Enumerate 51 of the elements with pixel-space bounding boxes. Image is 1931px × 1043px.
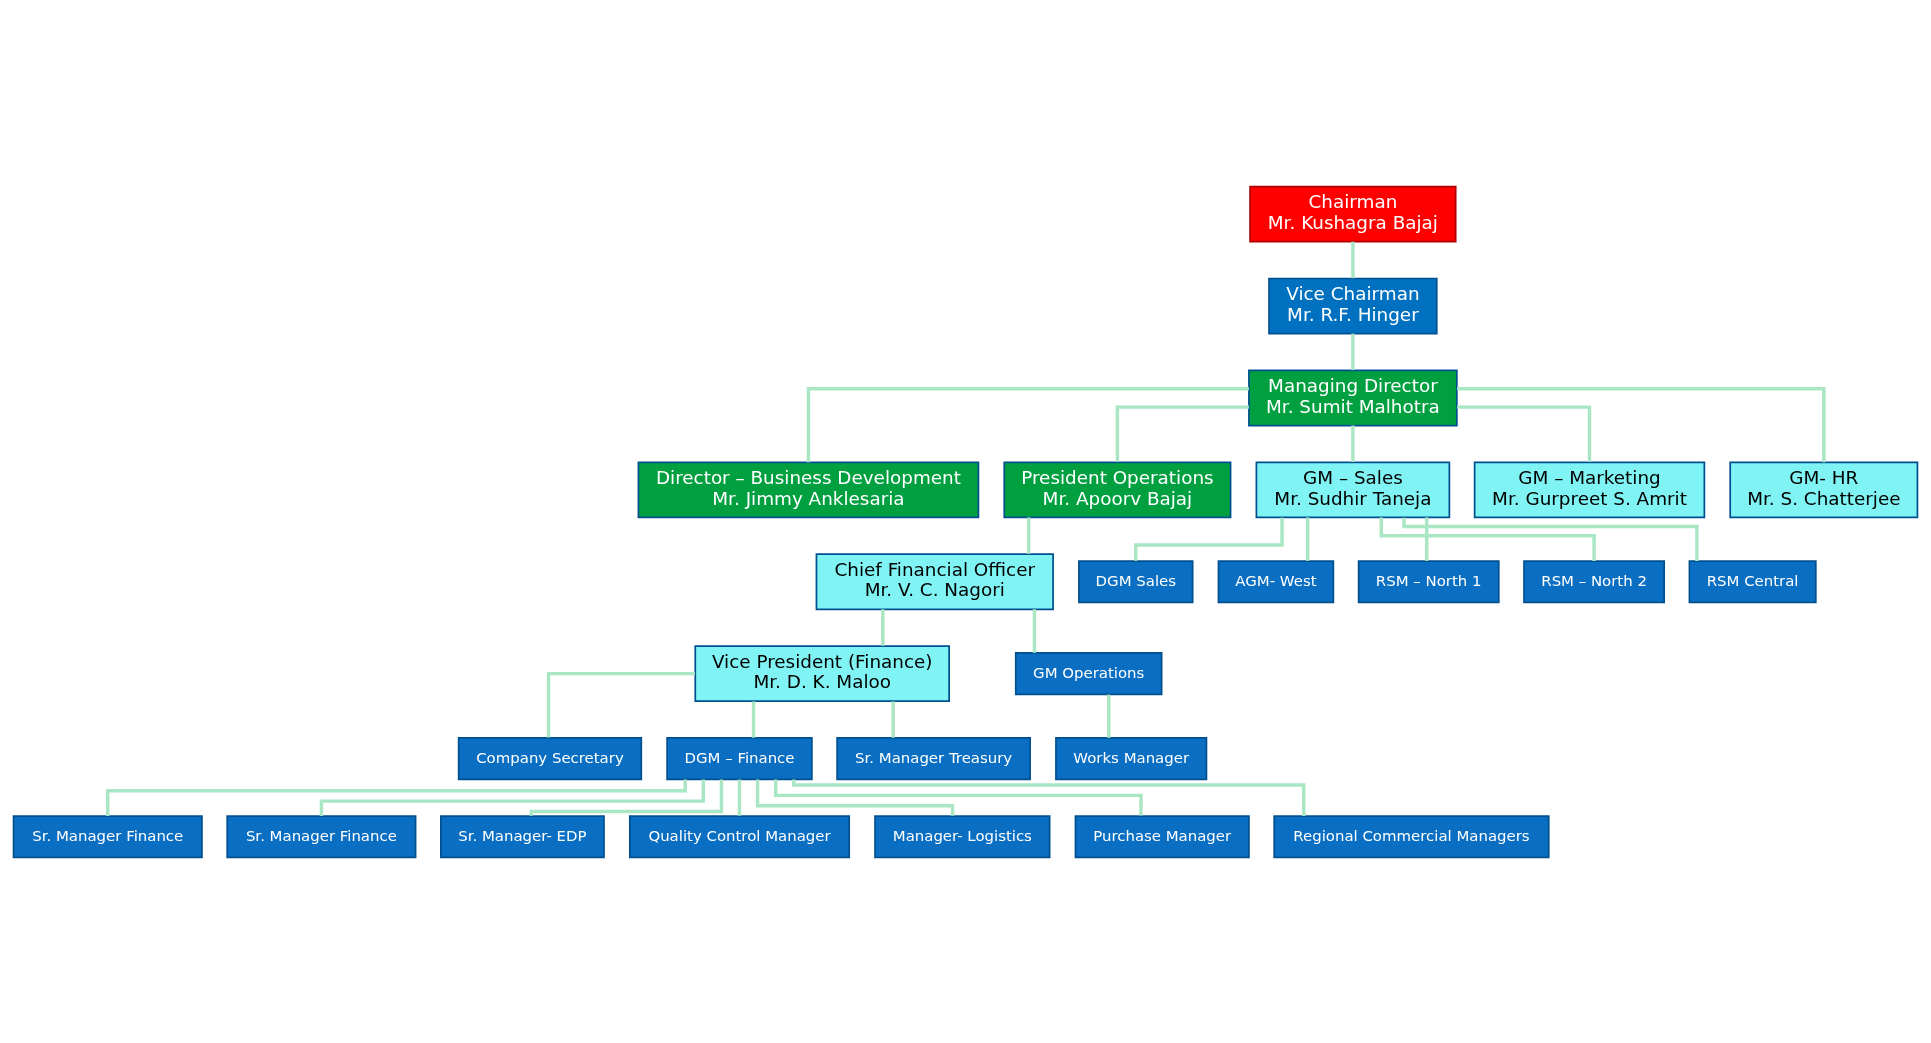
connector xyxy=(1402,517,1699,561)
connector xyxy=(1351,425,1355,462)
node-box: Vice President (Finance) Mr. D. K. Maloo xyxy=(694,644,950,702)
connector xyxy=(1026,516,1031,554)
node-box: Works Manager xyxy=(1055,736,1208,780)
connector xyxy=(546,671,695,738)
node-box: DGM Sales xyxy=(1078,559,1194,603)
node-box: Manager- Logistics xyxy=(874,814,1051,858)
connector xyxy=(1306,516,1310,561)
connector xyxy=(1115,404,1249,462)
node-box: Chief Financial Officer Mr. V. C. Nagori xyxy=(815,552,1054,610)
node-box: RSM Central xyxy=(1688,559,1817,603)
connector xyxy=(751,700,756,738)
connector xyxy=(1107,694,1111,738)
node-box: President Operations Mr. Apoorv Bajaj xyxy=(1003,460,1232,518)
node-box: RSM – North 1 xyxy=(1357,559,1500,603)
node-box: Managing Director Mr. Sumit Malhotra xyxy=(1248,369,1458,426)
node-box: RSM – North 2 xyxy=(1523,559,1666,603)
connector xyxy=(1424,516,1429,561)
connector xyxy=(1351,333,1355,370)
node-box: Sr. Manager- EDP xyxy=(440,814,605,858)
connector xyxy=(529,779,724,816)
connector xyxy=(737,779,742,816)
node-box: Sr. Manager Finance xyxy=(226,814,417,858)
connector xyxy=(1457,404,1592,462)
connector xyxy=(319,778,706,816)
node-box: GM – Sales Mr. Sudhir Taneja xyxy=(1255,460,1451,518)
connector xyxy=(1351,241,1355,278)
connector xyxy=(755,778,955,816)
connector xyxy=(881,608,885,646)
node-box: GM- HR Mr. S. Chatterjee xyxy=(1729,460,1919,518)
node-box: Sr. Manager Treasury xyxy=(836,736,1031,780)
node-box: Sr. Manager Finance xyxy=(12,814,203,858)
connector xyxy=(1032,608,1037,653)
node-box: GM Operations xyxy=(1014,651,1163,695)
node-box: Quality Control Manager xyxy=(628,814,851,858)
node-box: Company Secretary xyxy=(457,736,643,780)
node-box: Regional Commercial Managers xyxy=(1273,814,1550,858)
node-box: Director – Business Development Mr. Jimmy Anklesaria xyxy=(637,460,980,518)
connector xyxy=(773,779,1143,816)
connector xyxy=(806,386,1249,462)
node-box: AGM- West xyxy=(1217,559,1335,603)
connector xyxy=(891,700,895,738)
node-box: Chairman Mr. Kushagra Bajaj xyxy=(1249,185,1457,243)
node-box: GM – Marketing Mr. Gurpreet S. Amrit xyxy=(1473,460,1706,518)
connector xyxy=(1379,517,1596,561)
node-box: Purchase Manager xyxy=(1074,814,1250,858)
node-box: DGM – Finance xyxy=(666,736,813,780)
node-box: Vice Chairman Mr. R.F. Hinger xyxy=(1268,277,1438,334)
connector xyxy=(1134,517,1284,561)
connector xyxy=(1457,386,1826,462)
